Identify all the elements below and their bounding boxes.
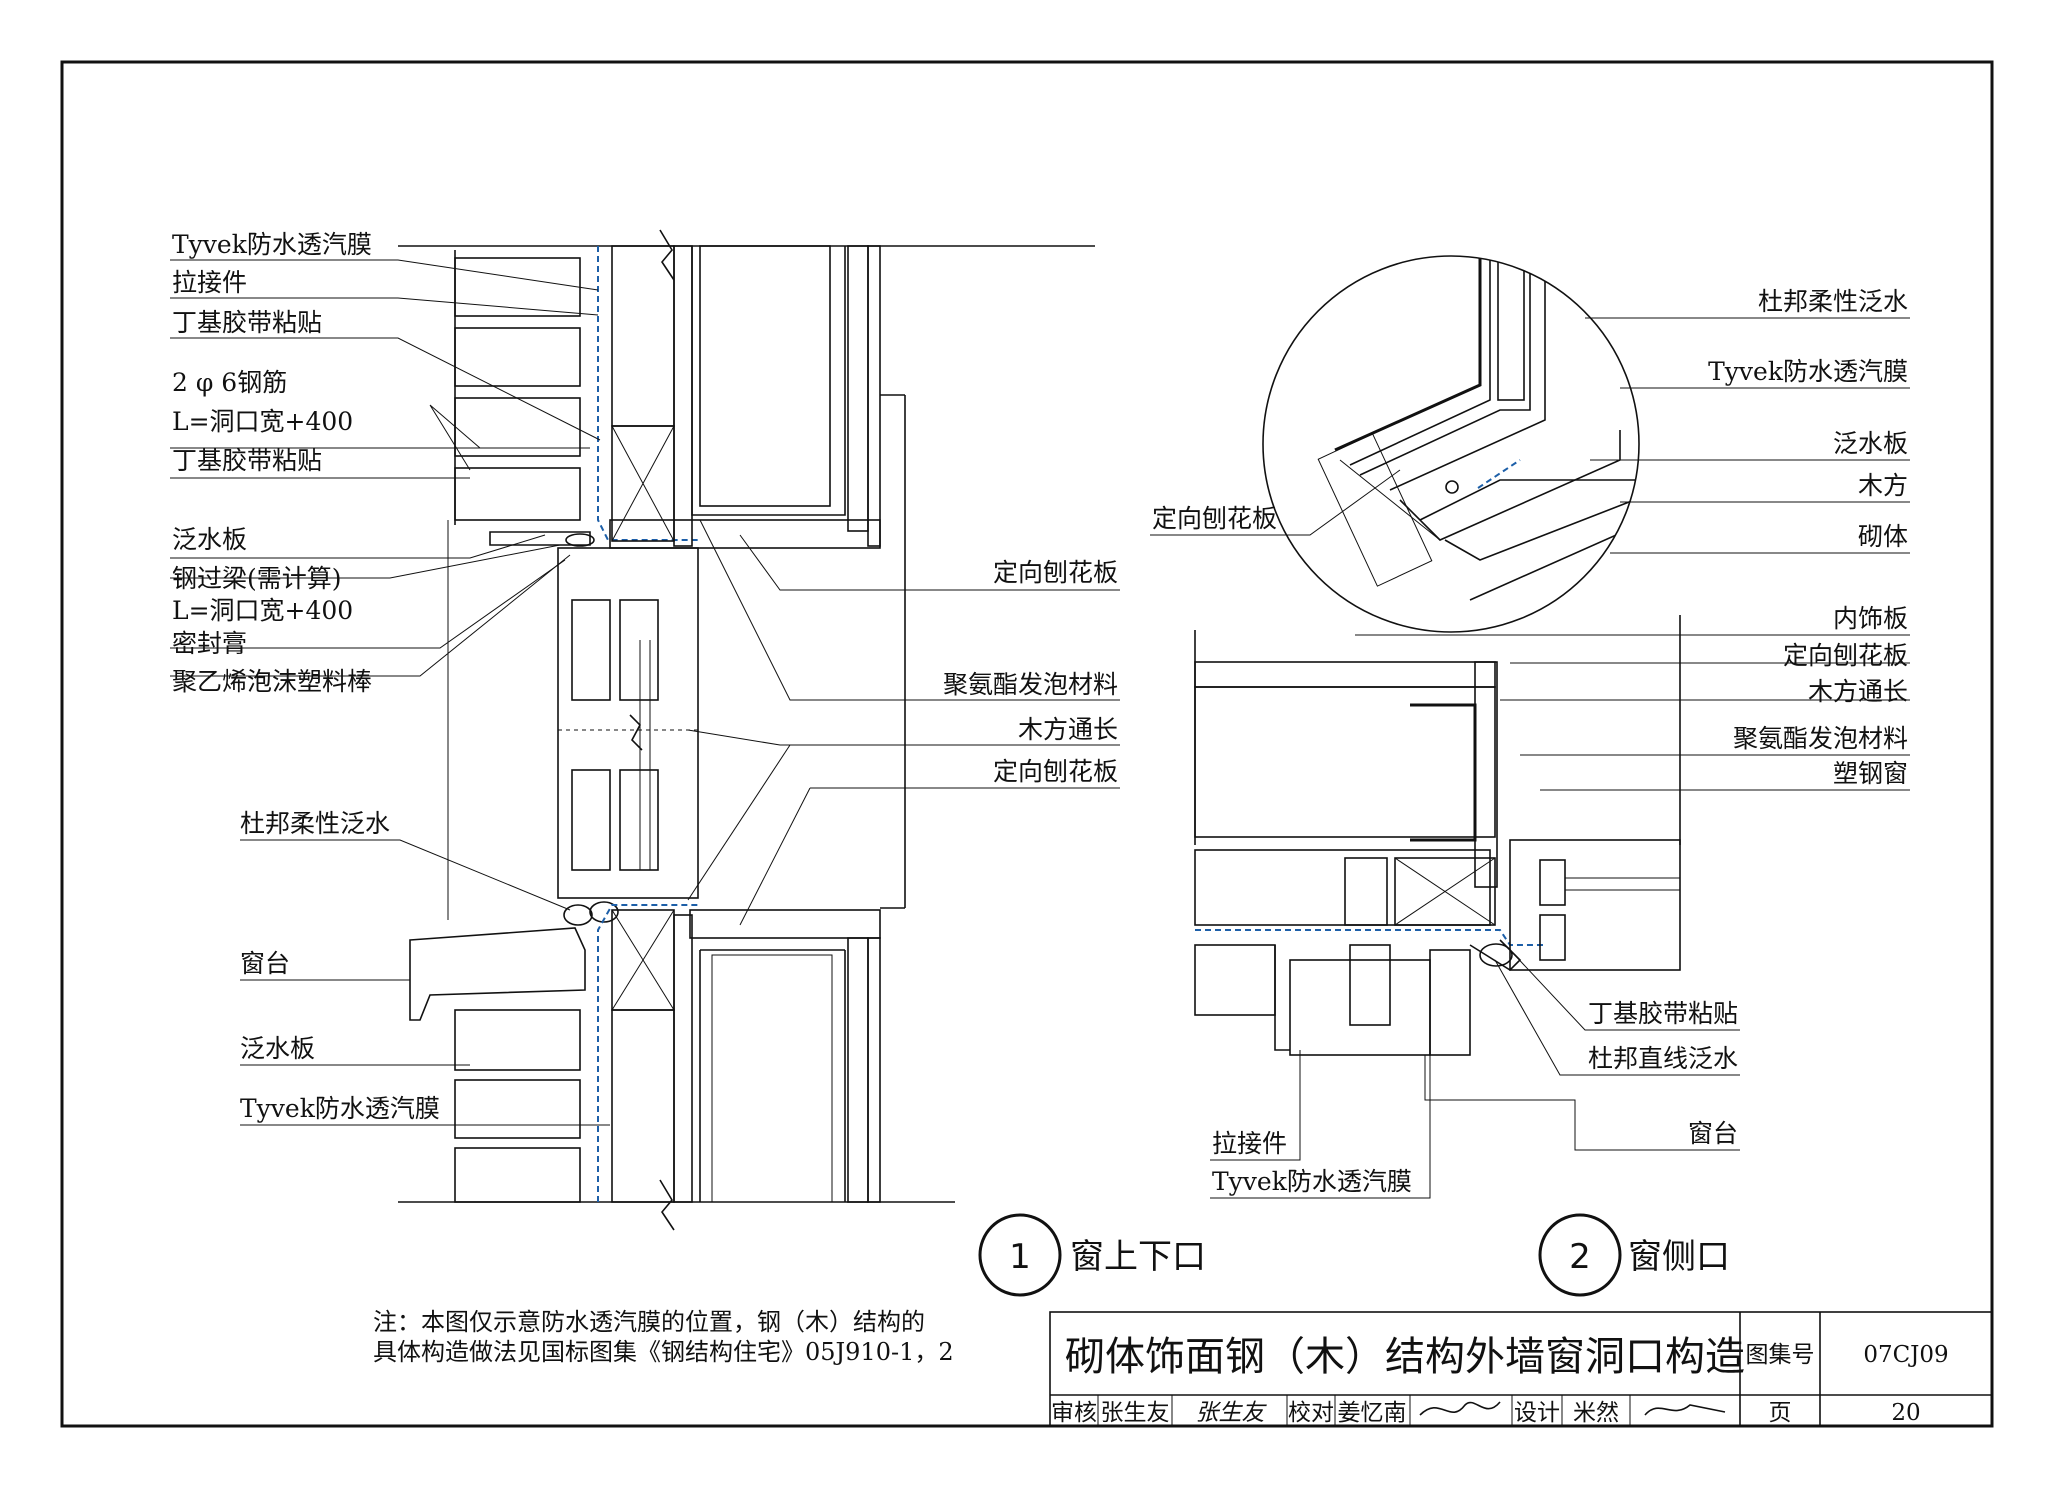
labels-detail-1-mid: 定向刨花板 聚氨酯发泡材料 木方通长 定向刨花板 [943, 558, 1118, 786]
label-c-masonry: 砌体 [1858, 522, 1908, 551]
labels-detail-1-left: Tyvek防水透汽膜 拉接件 丁基胶带粘贴 2 φ 6钢筋 L=洞口宽+400 … [172, 230, 440, 1123]
label-lintel-len: L=洞口宽+400 [172, 596, 353, 625]
labels-circle: 杜邦柔性泛水 Tyvek防水透汽膜 泛水板 木方 砌体 定向刨花板 [1152, 287, 1908, 551]
label-tyvek-low: Tyvek防水透汽膜 [240, 1094, 440, 1123]
atlas-number: 07CJ09 [1863, 1342, 1948, 1368]
label-timber: 木方通长 [1018, 715, 1118, 744]
label-c-flashing: 泛水板 [1833, 429, 1908, 458]
note-line-1: 注：本图仅示意防水透汽膜的位置，钢（木）结构的 [373, 1308, 925, 1336]
label-s-butyl: 丁基胶带粘贴 [1588, 999, 1738, 1028]
sheet-border [60, 60, 1994, 1428]
title-block: 砌体饰面钢（木）结构外墙窗洞口构造 图集号 07CJ09 审核 张生友 张生友 … [1049, 1311, 1993, 1427]
design-label: 设计 [1514, 1400, 1560, 1426]
label-lintel: 钢过梁(需计算) [172, 564, 342, 593]
caption-detail-1: 1 窗上下口 [978, 1213, 1206, 1297]
label-tyvek-top: Tyvek防水透汽膜 [172, 230, 372, 259]
label-flashing: 泛水板 [172, 525, 247, 554]
label-c-osb: 定向刨花板 [1152, 504, 1277, 533]
label-s-timber: 木方通长 [1808, 677, 1908, 706]
caption-2-circle [1538, 1213, 1622, 1297]
label-sealant: 密封膏 [172, 629, 247, 658]
checker-name: 姜忆南 [1338, 1400, 1407, 1426]
caption-2-number: 2 [1569, 1237, 1591, 1277]
label-osb-2: 定向刨花板 [993, 757, 1118, 786]
label-pe-rod: 聚乙烯泡沫塑料棒 [172, 667, 372, 696]
detail-1-section [398, 229, 1095, 1231]
caption-detail-2: 2 窗侧口 [1538, 1213, 1730, 1297]
note-line-2: 具体构造做法见国标图集《钢结构住宅》05J910-1，2 [373, 1338, 954, 1366]
label-dupont-flex: 杜邦柔性泛水 [240, 809, 390, 838]
caption-1-number: 1 [1009, 1237, 1031, 1277]
labels-detail-2: 内饰板 定向刨花板 木方通长 聚氨酯发泡材料 塑钢窗 丁基胶带粘贴 杜邦直线泛水… [1212, 604, 1908, 1196]
label-s-dupont-straight: 杜邦直线泛水 [1588, 1044, 1738, 1073]
label-rebar: 2 φ 6钢筋 [172, 368, 287, 397]
label-s-tie: 拉接件 [1212, 1129, 1287, 1158]
label-rebar-len: L=洞口宽+400 [172, 407, 353, 436]
label-s-window: 塑钢窗 [1833, 759, 1908, 788]
sheet-title: 砌体饰面钢（木）结构外墙窗洞口构造 [1065, 1334, 1745, 1380]
detail-2-section [1194, 615, 1910, 1199]
detail-1-leaders [170, 259, 1120, 1126]
label-s-interior: 内饰板 [1833, 604, 1908, 633]
designer-signature [1644, 1404, 1726, 1416]
checker-signature [1419, 1401, 1501, 1416]
label-s-sill: 窗台 [1688, 1119, 1738, 1148]
reviewer-signature: 张生友 [1196, 1400, 1268, 1426]
atlas-label: 图集号 [1746, 1342, 1815, 1368]
label-butyl-1: 丁基胶带粘贴 [172, 308, 322, 337]
reviewer-name: 张生友 [1101, 1400, 1170, 1426]
designer-name: 米然 [1573, 1400, 1619, 1426]
enlarged-corner-detail [1150, 255, 1910, 633]
caption-1-circle [978, 1213, 1062, 1297]
page-label: 页 [1769, 1400, 1792, 1426]
caption-1-text: 窗上下口 [1070, 1237, 1206, 1277]
label-tie: 拉接件 [172, 268, 247, 297]
label-s-pu-foam: 聚氨酯发泡材料 [1733, 724, 1908, 753]
label-flashing-low: 泛水板 [240, 1034, 315, 1063]
review-label: 审核 [1051, 1400, 1097, 1426]
page-number: 20 [1891, 1400, 1920, 1426]
label-c-dupont-flex: 杜邦柔性泛水 [1758, 287, 1908, 316]
label-pu-foam: 聚氨酯发泡材料 [943, 670, 1118, 699]
label-c-tyvek: Tyvek防水透汽膜 [1708, 357, 1908, 386]
label-c-timber: 木方 [1858, 471, 1908, 500]
label-sill: 窗台 [240, 949, 290, 978]
label-osb-1: 定向刨花板 [993, 558, 1118, 587]
caption-2-text: 窗侧口 [1628, 1237, 1730, 1277]
label-s-osb: 定向刨花板 [1783, 641, 1908, 670]
check-label: 校对 [1288, 1400, 1334, 1426]
label-s-tyvek: Tyvek防水透汽膜 [1212, 1167, 1412, 1196]
label-butyl-2: 丁基胶带粘贴 [172, 446, 322, 475]
